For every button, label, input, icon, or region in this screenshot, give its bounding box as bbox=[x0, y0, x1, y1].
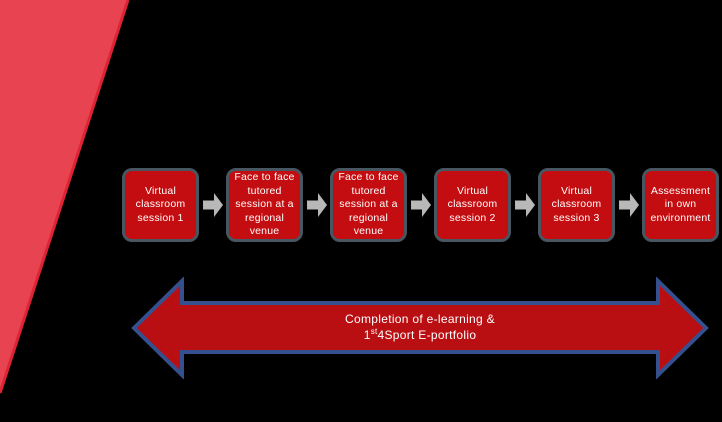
flow-step-face-to-face-2: Face to face tutored session at a region… bbox=[330, 168, 407, 242]
flow-step-virtual-classroom-2: Virtual classroom session 2 bbox=[434, 168, 511, 242]
flow-connector bbox=[303, 168, 330, 242]
arrow-right-shape bbox=[618, 193, 639, 217]
arrow-right-icon bbox=[514, 193, 535, 217]
arrow-right-shape bbox=[202, 193, 223, 217]
flow-connector bbox=[407, 168, 434, 242]
arrow-right-icon bbox=[202, 193, 223, 217]
flow-connector bbox=[199, 168, 226, 242]
arrow-right-shape bbox=[410, 193, 431, 217]
timeline-label-line2-rest: 4Sport E-portfolio bbox=[377, 327, 477, 342]
red-wedge-decoration bbox=[0, 0, 130, 394]
flow-step-assessment: Assessment in own environment bbox=[642, 168, 719, 242]
flow-step-face-to-face-1: Face to face tutored session at a region… bbox=[226, 168, 303, 242]
arrow-right-shape bbox=[306, 193, 327, 217]
process-flow-row: Virtual classroom session 1 Face to face… bbox=[122, 168, 720, 242]
double-arrow-icon bbox=[131, 277, 709, 379]
arrow-right-shape bbox=[514, 193, 535, 217]
timeline-label-line1: Completion of e-learning & bbox=[345, 311, 495, 326]
timeline-label-line2-ordinal: st bbox=[370, 326, 378, 336]
timeline-label-line2-number: 1 bbox=[363, 327, 371, 342]
timeline-label: Completion of e-learning & 1st4Sport E-p… bbox=[182, 303, 658, 352]
timeline-label-line2: 1st4Sport E-portfolio bbox=[363, 326, 477, 344]
double-arrow-outline bbox=[131, 277, 709, 379]
arrow-right-icon bbox=[618, 193, 639, 217]
flow-connector bbox=[615, 168, 642, 242]
red-wedge-edge bbox=[0, 0, 130, 394]
flow-step-virtual-classroom-1: Virtual classroom session 1 bbox=[122, 168, 199, 242]
arrow-right-icon bbox=[306, 193, 327, 217]
flow-step-virtual-classroom-3: Virtual classroom session 3 bbox=[538, 168, 615, 242]
arrow-right-icon bbox=[410, 193, 431, 217]
flow-connector bbox=[511, 168, 538, 242]
